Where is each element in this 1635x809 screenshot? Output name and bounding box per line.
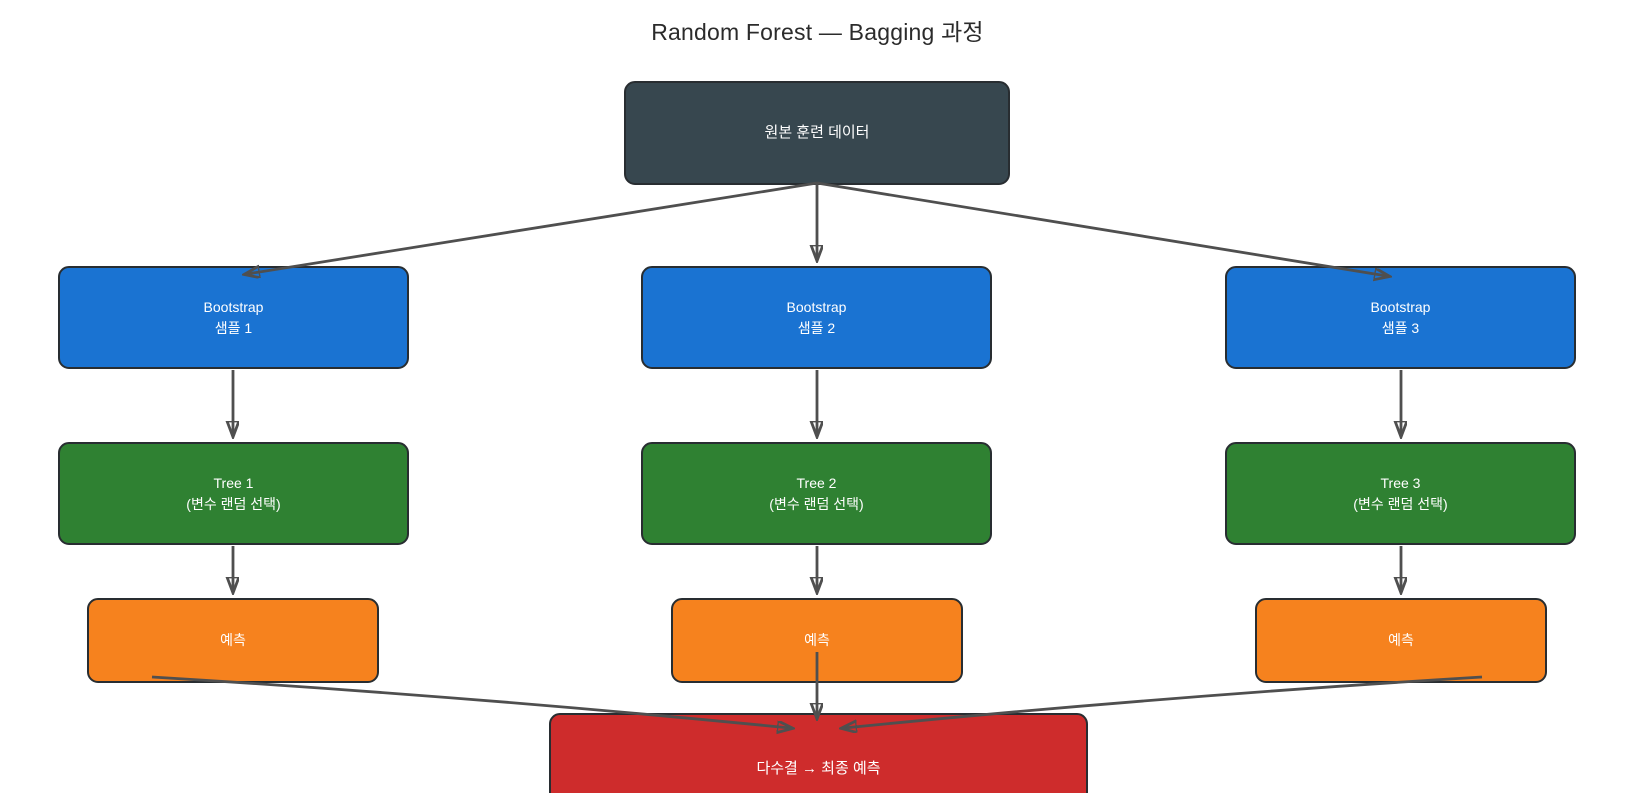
node-prediction-3: 예측 <box>1255 598 1547 683</box>
node-prediction-2: 예측 <box>671 598 963 683</box>
node-tree-1-line2: (변수 랜덤 선택) <box>186 495 281 512</box>
arrow-root-to-bootstrap-3 <box>816 181 1387 276</box>
node-tree-2-line2: (변수 랜덤 선택) <box>769 495 864 512</box>
node-tree-1: Tree 1 (변수 랜덤 선택) <box>58 442 409 545</box>
node-bootstrap-3: Bootstrap 샘플 3 <box>1225 266 1576 369</box>
node-bootstrap-2-line1: Bootstrap <box>786 298 847 315</box>
node-tree-3-line2: (변수 랜덤 선택) <box>1353 495 1448 512</box>
node-prediction-1-label: 예측 <box>220 632 246 648</box>
node-original-data-label: 원본 훈련 데이터 <box>764 123 870 141</box>
node-tree-2-line1: Tree 2 <box>796 474 837 491</box>
node-prediction-1: 예측 <box>87 598 379 683</box>
node-final-clip-region: 다수결 → 최종 예측 <box>549 713 1088 793</box>
node-bootstrap-2: Bootstrap 샘플 2 <box>641 266 992 369</box>
node-bootstrap-3-line2: 샘플 3 <box>1381 319 1420 336</box>
node-tree-3: Tree 3 (변수 랜덤 선택) <box>1225 442 1576 545</box>
node-tree-1-line1: Tree 1 <box>213 474 254 491</box>
node-original-data: 원본 훈련 데이터 <box>624 81 1010 185</box>
node-bootstrap-2-line2: 샘플 2 <box>797 319 836 336</box>
node-prediction-2-label: 예측 <box>804 632 830 648</box>
node-tree-3-line1: Tree 3 <box>1380 474 1421 491</box>
node-bootstrap-1-line2: 샘플 1 <box>214 319 253 336</box>
node-bootstrap-1: Bootstrap 샘플 1 <box>58 266 409 369</box>
diagram-title: Random Forest — Bagging 과정 <box>651 19 984 45</box>
node-tree-2: Tree 2 (변수 랜덤 선택) <box>641 442 992 545</box>
node-bootstrap-1-line1: Bootstrap <box>203 298 264 315</box>
node-final-prediction-label: 다수결 → 최종 예측 <box>756 759 881 777</box>
node-bootstrap-3-line1: Bootstrap <box>1370 298 1431 315</box>
node-final-prediction: 다수결 → 최종 예측 <box>549 713 1088 793</box>
node-prediction-3-label: 예측 <box>1388 632 1414 648</box>
arrow-root-to-bootstrap-1 <box>247 181 818 274</box>
